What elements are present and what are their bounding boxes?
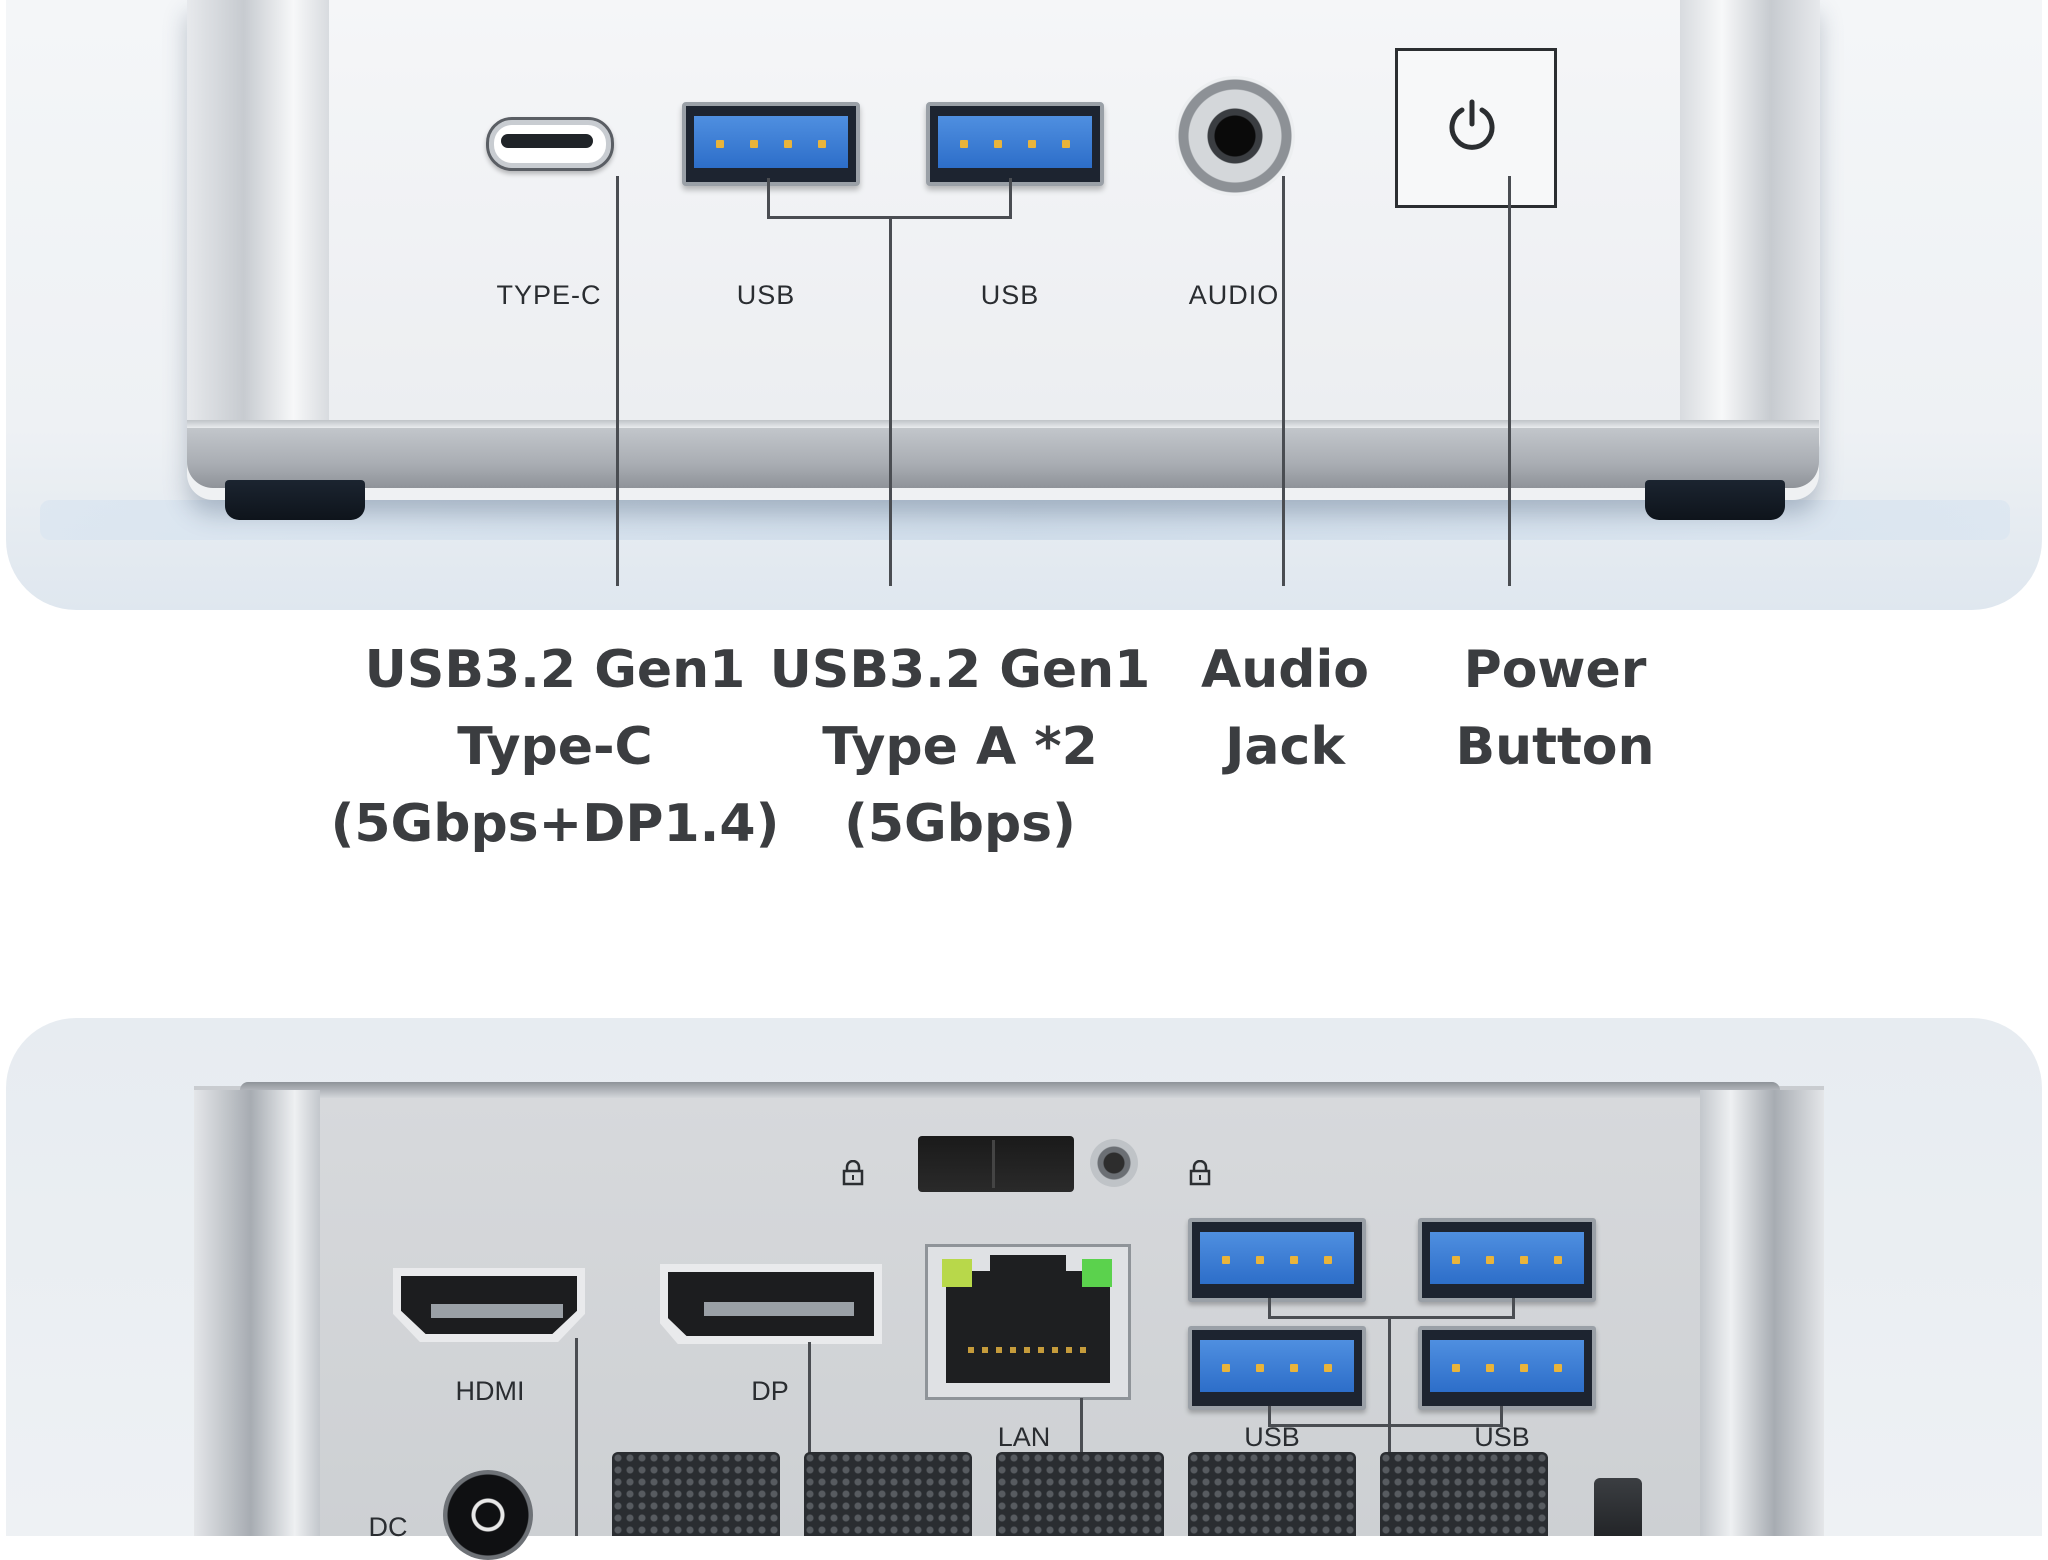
power-caption-line-1: Power (1463, 640, 1647, 700)
usb-caption-line-3: (5Gbps) (844, 794, 1076, 854)
usb-caption-line-1: USB3.2 Gen1 (769, 640, 1151, 700)
typec-caption: USB3.2 Gen1 Type-C (5Gbps+DP1.4) (330, 632, 780, 863)
rear-bezel-left (194, 1090, 320, 1536)
vent-5 (1380, 1452, 1548, 1536)
power-button (1395, 48, 1557, 208)
power-leader-line (1508, 176, 1511, 586)
front-foot-left (225, 480, 365, 520)
front-bezel-left (187, 0, 329, 470)
audio-jack-port (1175, 76, 1295, 196)
usb-left-leader-stub (767, 178, 770, 218)
audio-caption-line-1: Audio (1200, 640, 1370, 700)
audio-caption: Audio Jack (1175, 632, 1395, 786)
lan-port (925, 1244, 1131, 1400)
usb-rear-left-label: USB (1244, 1422, 1300, 1452)
usb-rear-leader-line (1388, 1316, 1391, 1536)
typec-caption-line-1: USB3.2 Gen1 (364, 640, 746, 700)
vent-1 (612, 1452, 780, 1536)
power-caption: Power Button (1430, 632, 1680, 786)
hdmi-port (393, 1268, 585, 1342)
typec-caption-line-2: Type-C (457, 717, 653, 777)
usb-rear-bottom-bracket (1268, 1424, 1503, 1427)
typec-leader-line (616, 176, 619, 586)
usb-left-port-label: USB (736, 280, 796, 310)
typec-caption-line-3: (5Gbps+DP1.4) (330, 794, 780, 854)
usb-leader-line (889, 216, 892, 586)
typec-port-label: TYPE-C (496, 280, 602, 310)
usb-rear-top-bracket (1268, 1316, 1515, 1319)
kensington-slot (1594, 1478, 1642, 1536)
front-foot-right (1645, 480, 1785, 520)
usb-right-leader-stub (1009, 178, 1012, 218)
usb-a-port-rear-1 (1188, 1218, 1366, 1302)
usb-a-port-rear-4 (1418, 1326, 1596, 1410)
rear-top-lip (240, 1082, 1780, 1098)
front-bezel-right (1680, 0, 1820, 470)
lan-led-yellow (942, 1259, 972, 1287)
audio-leader-line (1282, 176, 1285, 586)
dc-port-label: DC (368, 1512, 408, 1542)
rear-reset-button (1090, 1139, 1138, 1187)
usb-rear-1-stub (1268, 1298, 1271, 1318)
typec-port (486, 117, 614, 171)
dp-leader-line (808, 1342, 811, 1536)
lock-icon (1189, 1160, 1211, 1186)
front-base (187, 428, 1819, 488)
usb-a-port-front-right (926, 102, 1104, 186)
audio-caption-line-2: Jack (1225, 717, 1345, 777)
usb-caption: USB3.2 Gen1 Type A *2 (5Gbps) (765, 632, 1155, 863)
rear-switch-slot (918, 1136, 1074, 1192)
usb-a-port-front-left (682, 102, 860, 186)
usb-rear-3-stub (1268, 1406, 1271, 1426)
lan-led-green (1082, 1259, 1112, 1287)
hdmi-port-label: HDMI (455, 1376, 525, 1406)
audio-port-label: AUDIO (1188, 280, 1280, 310)
usb-a-port-rear-3 (1188, 1326, 1366, 1410)
usb-rear-4-stub (1500, 1406, 1503, 1426)
displayport-port (660, 1264, 882, 1344)
dc-power-port (443, 1470, 533, 1560)
rear-bezel-right (1700, 1090, 1824, 1536)
hdmi-leader-line (575, 1338, 578, 1536)
dp-port-label: DP (751, 1376, 789, 1406)
usb-rear-right-label: USB (1474, 1422, 1530, 1452)
front-seam (187, 420, 1819, 428)
vent-4 (1188, 1452, 1356, 1536)
vent-3 (996, 1452, 1164, 1536)
usb-rear-2-stub (1512, 1298, 1515, 1318)
power-caption-line-2: Button (1455, 717, 1655, 777)
lan-port-label: LAN (997, 1422, 1051, 1452)
usb-right-port-label: USB (980, 280, 1040, 310)
lock-icon (842, 1160, 864, 1186)
vent-2 (804, 1452, 972, 1536)
usb-a-port-rear-2 (1418, 1218, 1596, 1302)
usb-caption-line-2: Type A *2 (822, 717, 1098, 777)
power-icon (1449, 99, 1495, 150)
